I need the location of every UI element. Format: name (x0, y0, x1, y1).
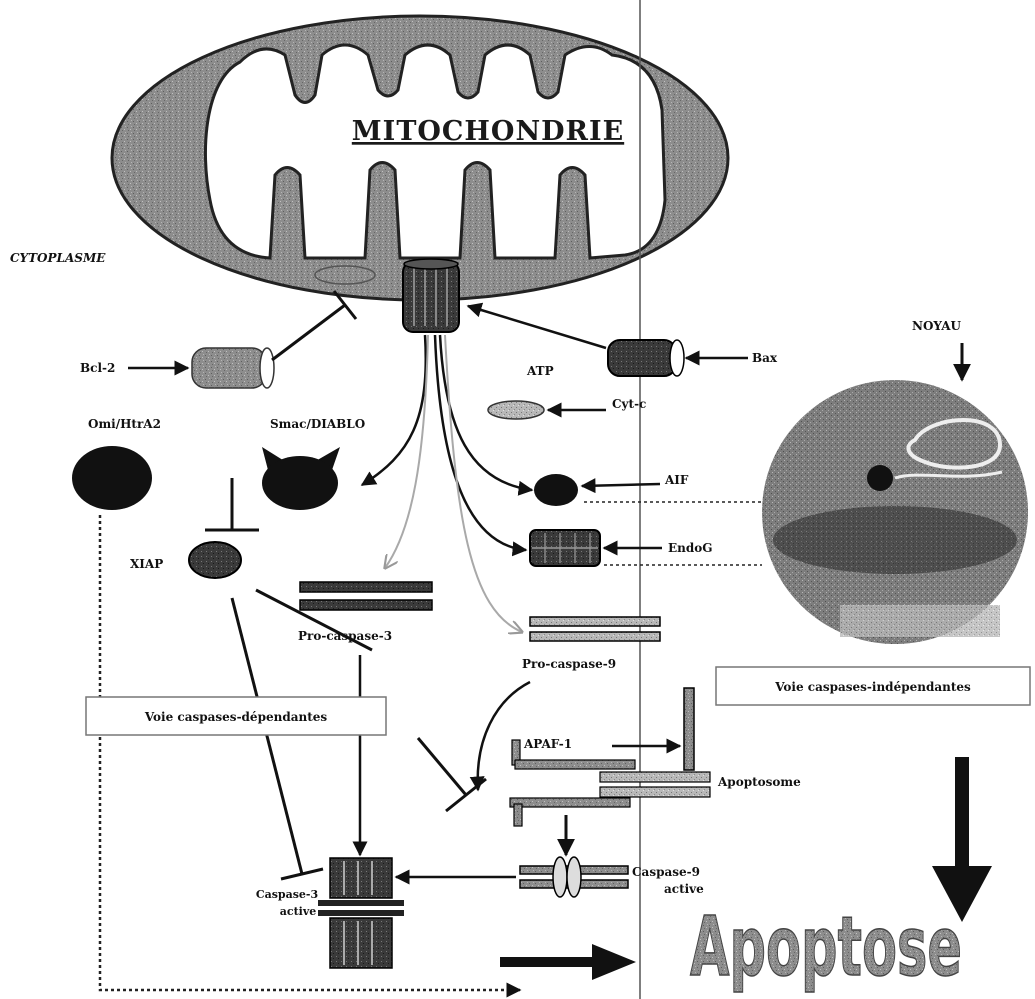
caspase3-upper-block (330, 858, 392, 898)
caspase-dependent-pathway-box: Voie caspases-dépendantes (86, 697, 386, 735)
procaspase9-chain (530, 617, 660, 626)
procaspase3-chain (300, 600, 432, 610)
bcl2-opening (260, 348, 274, 388)
smac-body (262, 456, 338, 510)
apoptosome-chain (600, 772, 710, 782)
arrow-bax-to-pore (468, 306, 606, 348)
arrow-dependent-to-apoptosis (500, 944, 636, 980)
apaf1-label: APAF-1 (523, 737, 572, 751)
arrow-independent-to-apoptosis (932, 757, 992, 922)
caspase-dependent-label: Voie caspases-dépendantes (144, 710, 328, 724)
mitochondrial-pore (403, 259, 459, 332)
arrow-to-aif (582, 484, 660, 486)
procaspase3-label: Pro-caspase-3 (298, 629, 392, 643)
caspase3-chain (318, 900, 404, 906)
caspase-independent-label: Voie caspases-indépendantes (774, 680, 971, 694)
dna-fragmentation-band (840, 605, 1000, 637)
procaspase3-chain (300, 582, 432, 592)
bcl2-label: Bcl-2 (80, 361, 115, 375)
arrow-pore-to-smac (362, 335, 426, 485)
omi-protein (72, 446, 152, 510)
cytochrome-c (488, 401, 544, 419)
apoptosome-label: Apoptosome (717, 775, 801, 789)
apoptosome-chain (510, 798, 630, 807)
nucleus-label: NOYAU (912, 319, 962, 333)
procaspase3 (300, 582, 432, 610)
xiap-label: XIAP (130, 557, 163, 571)
apoptosis-label: Apoptose (690, 900, 962, 995)
apaf1-protein (684, 688, 694, 770)
smac-protein (262, 447, 340, 510)
arrow-pore-to-procaspase3 (385, 335, 428, 568)
cytoplasm-label: CYTOPLASME (10, 251, 106, 265)
bax-protein (608, 340, 684, 376)
caspase9-label-line1: Caspase-9 (632, 865, 700, 879)
apoptosome (510, 740, 710, 826)
endog-label: EndoG (668, 541, 713, 555)
caspase9-label-line2: active (664, 882, 704, 896)
pore-body (403, 262, 459, 332)
xiap-inhibition-caspase3-line (232, 598, 302, 874)
bax-opening (670, 340, 684, 376)
caspase3-label-line1: Caspase-3 (256, 888, 318, 901)
procaspase9-chain (530, 632, 660, 641)
caspase-independent-pathway-box: Voie caspases-indépendantes (716, 667, 1030, 705)
apoptosome-chain (600, 787, 710, 797)
atp-label: ATP (526, 364, 554, 378)
arrow-procaspase9-to-apoptosome (478, 682, 530, 790)
caspase9-subunit (567, 857, 581, 897)
arrow-pore-to-procaspase9 (445, 335, 522, 632)
bcl2-inhibition-line (272, 305, 345, 360)
bax-body (608, 340, 676, 376)
procaspase9-label: Pro-caspase-9 (522, 657, 616, 671)
nucleus (762, 380, 1028, 644)
endog-protein (530, 530, 600, 566)
arrow-head (592, 944, 636, 980)
aif-protein (534, 474, 578, 506)
arrow-shaft (955, 757, 969, 872)
arrow-shaft (500, 957, 596, 967)
smac-label: Smac/DIABLO (270, 417, 365, 431)
mitochondrion: MITOCHONDRIE (112, 16, 728, 300)
bax-label: Bax (752, 351, 778, 365)
bcl2-body (192, 348, 266, 388)
omi-label: Omi/HtrA2 (88, 417, 161, 431)
caspase3-chain (318, 910, 404, 916)
pore-top (404, 259, 458, 269)
dependent-inhibition-line (418, 738, 466, 795)
caspase3-lower-block (330, 918, 392, 968)
aif-label: AIF (664, 473, 689, 487)
chromatin-condensed-region (773, 506, 1017, 574)
cytc-label: Cyt-c (612, 397, 646, 411)
dependent-inhibition-bar (446, 779, 486, 811)
mitochondrion-title: MITOCHONDRIE (352, 116, 624, 147)
xiap-protein (189, 542, 241, 578)
apoptosome-chain (515, 760, 635, 769)
caspase9-active (520, 857, 628, 897)
caspase9-subunit (553, 857, 567, 897)
caspase3-label-line2: active (280, 905, 316, 918)
bcl2-protein (192, 348, 274, 388)
arrow-pore-to-endog (435, 335, 526, 550)
caspase3-active (318, 858, 404, 968)
nucleolus-dot (867, 465, 893, 491)
apoptosome-stub (514, 804, 522, 826)
